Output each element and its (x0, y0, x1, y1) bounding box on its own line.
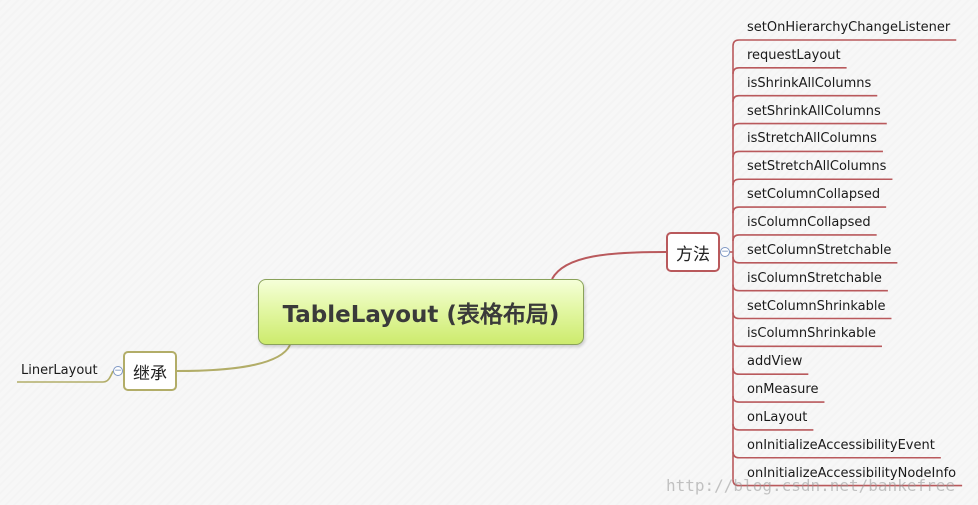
method-connector (732, 39, 957, 47)
method-connector (732, 234, 877, 241)
methods-collapse-icon[interactable]: − (720, 247, 730, 257)
central-topic-node[interactable]: TableLayout (表格布局) (258, 279, 584, 345)
method-branch-lines (730, 39, 963, 487)
method-connector (732, 206, 887, 214)
method-item[interactable]: setStretchAllColumns (747, 159, 887, 175)
method-item[interactable]: requestLayout (747, 47, 841, 63)
method-connector (732, 150, 883, 158)
method-connector (732, 479, 963, 487)
method-item[interactable]: onInitializeAccessibilityEvent (747, 437, 935, 453)
method-item[interactable]: setColumnShrinkable (747, 298, 886, 314)
method-connector (732, 178, 893, 186)
method-connector (732, 67, 847, 74)
method-item[interactable]: setColumnCollapsed (747, 187, 881, 203)
method-item[interactable]: isColumnStretchable (747, 270, 882, 286)
method-item[interactable]: onLayout (747, 409, 808, 425)
inherit-collapse-icon[interactable]: − (113, 366, 123, 376)
method-item[interactable]: setOnHierarchyChangeListener (747, 20, 951, 35)
central-topic-label: TableLayout (表格布局) (282, 302, 560, 328)
method-item[interactable]: isStretchAllColumns (747, 131, 877, 147)
inherit-topic-node[interactable]: 继承 (123, 351, 177, 391)
connector-central-to-methods (551, 251, 667, 280)
method-item[interactable]: isColumnShrinkable (747, 326, 876, 342)
method-connector (732, 122, 887, 130)
method-item[interactable]: setShrinkAllColumns (747, 103, 881, 119)
method-connector (732, 94, 878, 102)
connector-central-to-inherit (176, 344, 291, 372)
method-item[interactable]: setColumnStretchable (747, 242, 892, 258)
watermark-url: http://blog.csdn.net/bankefree (666, 476, 955, 495)
methods-topic-node[interactable]: 方法 (666, 232, 720, 272)
method-item[interactable]: addView (747, 354, 803, 370)
methods-topic-label: 方法 (676, 244, 710, 265)
method-item[interactable]: onInitializeAccessibilityNodeInfo (747, 465, 957, 481)
connector-inherit-to-linerlayout (17, 370, 114, 383)
subtopic-linerlayout[interactable]: LinerLayout (21, 363, 98, 378)
method-item[interactable]: onMeasure (747, 382, 819, 398)
method-item[interactable]: isShrinkAllColumns (747, 75, 872, 91)
inherit-topic-label: 继承 (133, 363, 167, 384)
method-item[interactable]: isColumnCollapsed (747, 214, 871, 230)
